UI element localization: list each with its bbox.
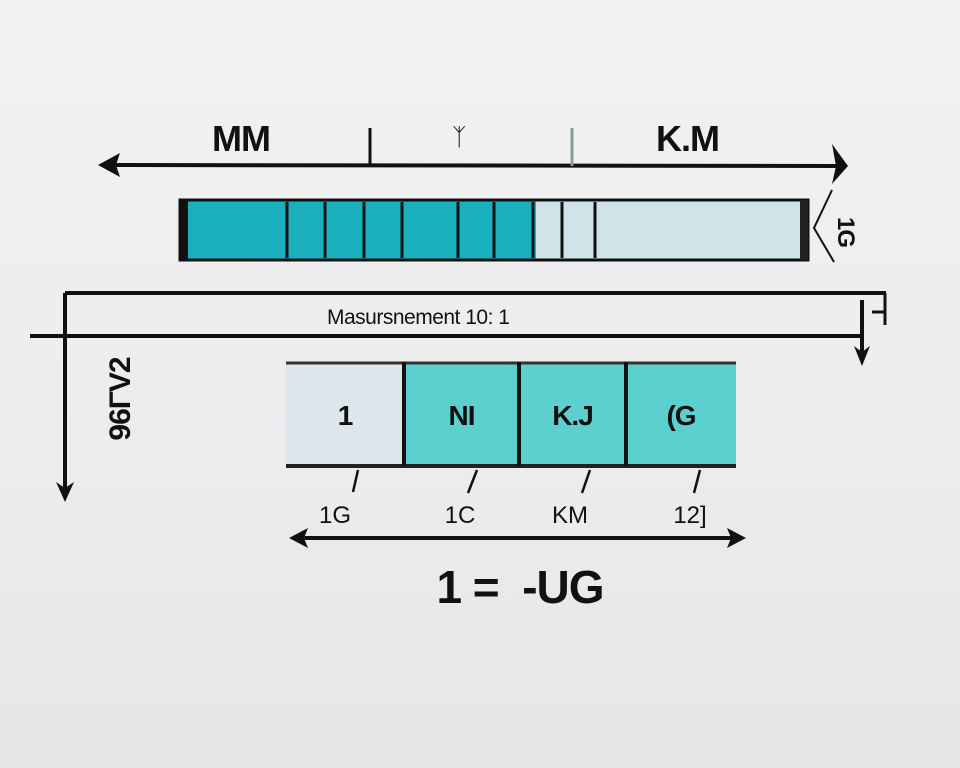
box-label: 1 <box>337 400 354 431</box>
bar-side-label: 1G <box>832 216 860 248</box>
top-left-label: MM <box>212 118 271 159</box>
scale-label: 12] <box>673 502 707 529</box>
bar-fill-pale <box>536 200 806 260</box>
box-label: (G <box>666 400 696 431</box>
box-label: K.J <box>552 400 594 431</box>
bar-dividers <box>285 202 597 258</box>
top-left-arrowhead <box>98 153 120 177</box>
top-right-label: K.M <box>656 118 720 159</box>
top-right-arrowhead <box>832 144 848 184</box>
scale-label: KM <box>552 502 588 529</box>
box-label: NI <box>448 400 476 431</box>
bar-fill-teal <box>180 200 536 260</box>
equation: 1 = -UG <box>436 561 604 613</box>
box-fill <box>286 362 402 466</box>
down-arrowhead <box>854 346 870 366</box>
top-middle-label: ᛉ <box>452 124 467 151</box>
leader-lines <box>351 469 702 494</box>
caption: Masursnement 10: 1 <box>327 306 510 329</box>
box-fill <box>402 362 736 466</box>
top-scale-line <box>107 163 839 168</box>
down-arrowhead <box>56 482 74 502</box>
left-vertical-label: 96ΓV2 <box>104 357 137 441</box>
scale-label: 1G <box>318 502 351 529</box>
bar-side-bracket <box>812 189 835 263</box>
scale-label: 1C <box>444 502 476 529</box>
